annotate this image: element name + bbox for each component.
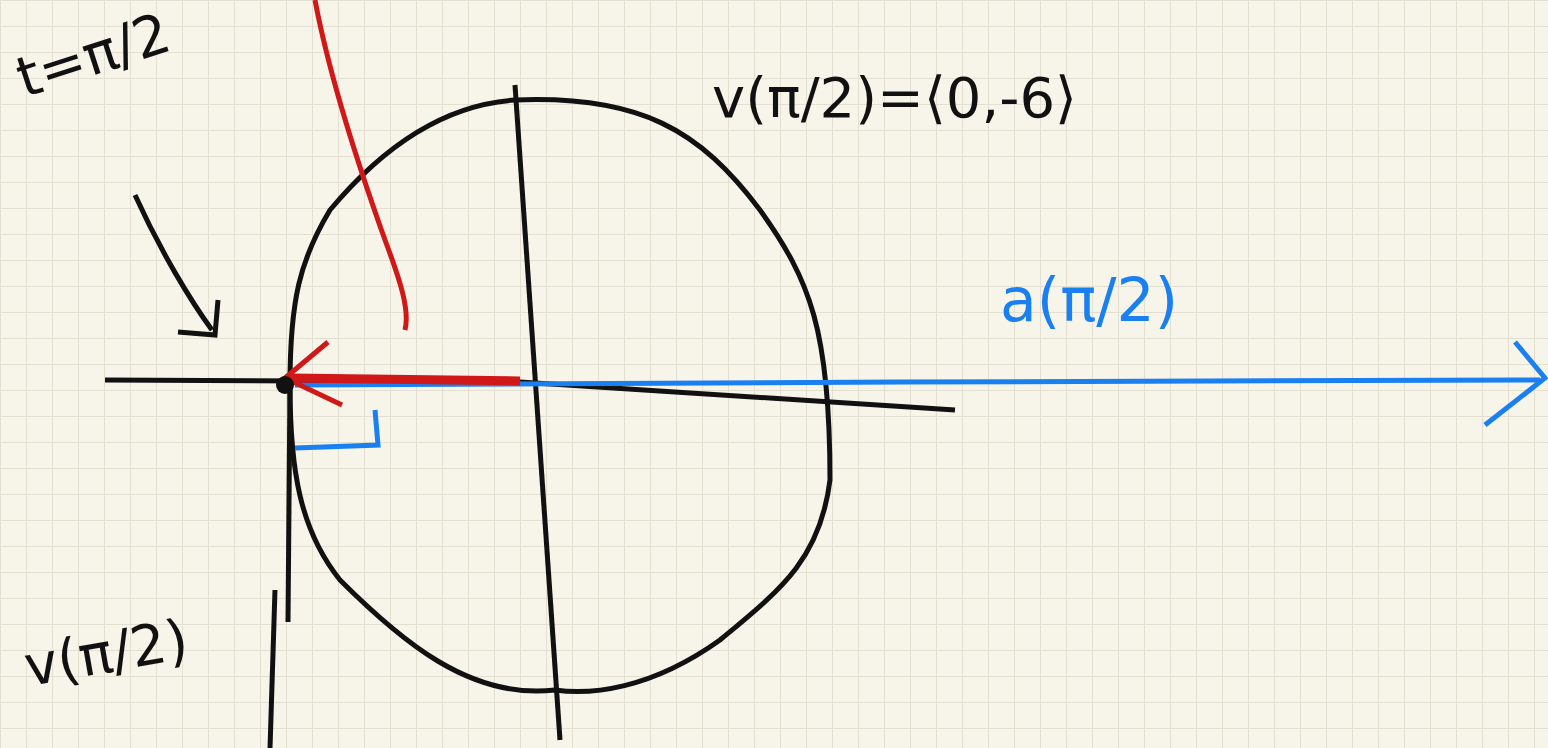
red-arrow-head: [285, 342, 342, 405]
red-leader: [315, 0, 406, 330]
math-label: a(π/2): [1000, 270, 1178, 330]
math-label: v(π/2)=⟨0,-6⟩: [712, 70, 1077, 126]
pointer-head: [178, 300, 218, 335]
velocity-line: [288, 385, 290, 622]
acceleration-head: [1485, 342, 1545, 425]
red-arrow: [290, 378, 520, 381]
velocity-line-2: [270, 590, 275, 748]
math-label: t=π/2: [10, 4, 177, 106]
y-axis: [515, 85, 560, 740]
right-angle-mark: [295, 410, 378, 448]
math-label: v(π/2): [20, 611, 192, 695]
pointer-arrow: [135, 195, 212, 330]
